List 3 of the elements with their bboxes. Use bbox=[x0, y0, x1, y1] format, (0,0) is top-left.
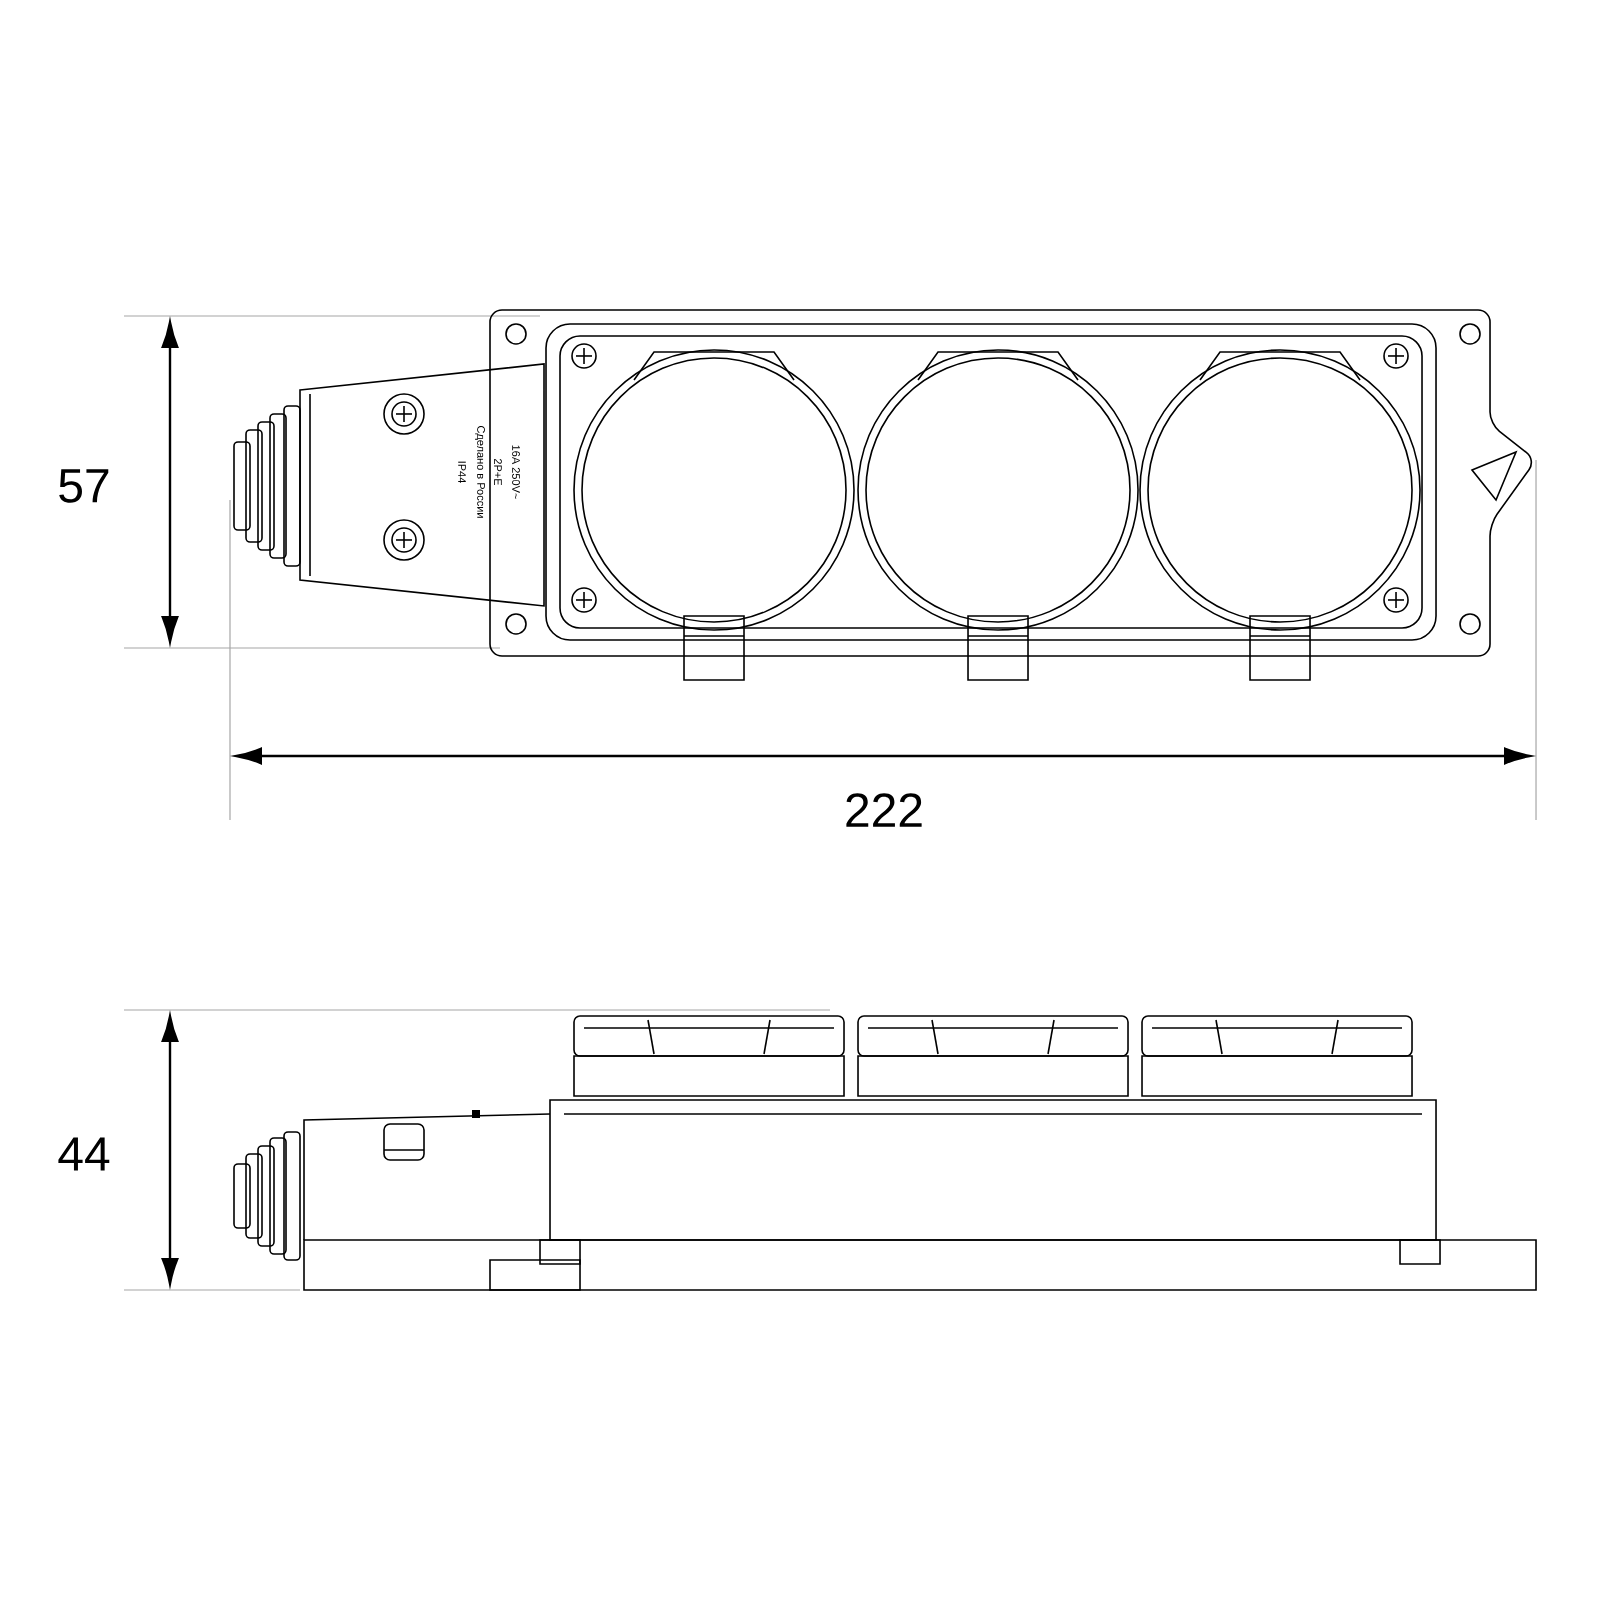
dimension-label: 57 bbox=[59, 469, 109, 503]
dimension-label: 222 bbox=[846, 793, 922, 827]
dimension-label: 44 bbox=[58, 1137, 110, 1171]
